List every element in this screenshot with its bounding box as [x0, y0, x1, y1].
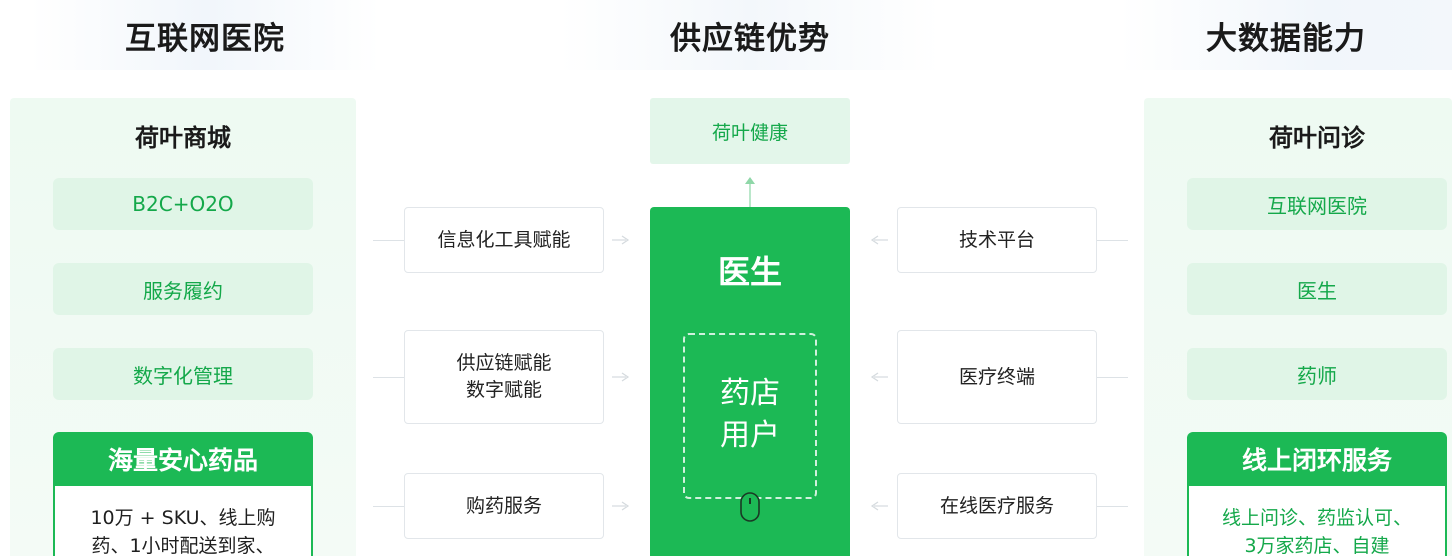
left-highlight-line: 10万 + SKU、线上购 — [90, 507, 276, 529]
connector-line — [1097, 377, 1128, 378]
arrow-right-icon — [612, 235, 630, 245]
left-box-label: 数字赋能 — [465, 379, 542, 401]
right-highlight-title: 线上闭环服务 — [1187, 432, 1447, 486]
right-panel-heading: 荷叶问诊 — [1269, 124, 1365, 152]
left-highlight-title: 海量安心药品 — [53, 432, 313, 486]
left-box-purchase-service: 购药服务 — [404, 473, 604, 539]
arrow-left-icon — [870, 372, 888, 382]
section-title-supply-chain: 供应链优势 — [560, 0, 940, 70]
right-box-label: 在线医疗服务 — [939, 494, 1054, 517]
arrow-up-icon — [745, 177, 755, 207]
arrow-right-icon — [612, 501, 630, 511]
right-box-online-medical: 在线医疗服务 — [897, 473, 1097, 539]
left-box-label: 供应链赋能 — [456, 352, 552, 374]
right-box-medical-terminal: 医疗终端 — [897, 330, 1097, 424]
arrow-right-icon — [612, 372, 630, 382]
right-highlight-line: 线上问诊、药监认可、 — [1221, 507, 1412, 529]
core-block: 医生 药店 用户 — [650, 207, 850, 556]
left-feature-fulfillment: 服务履约 — [53, 263, 313, 315]
connector-line — [1097, 240, 1128, 241]
section-title-big-data: 大数据能力 — [1120, 0, 1452, 70]
mouse-icon — [740, 492, 760, 522]
left-box-label: 购药服务 — [465, 494, 542, 517]
core-store-user: 药店 用户 — [650, 373, 850, 457]
section-title-internet-hospital: 互联网医院 — [30, 0, 380, 70]
left-highlight-line: 药、1小时配送到家、 — [91, 535, 275, 556]
left-feature-digital-management: 数字化管理 — [53, 348, 313, 400]
core-user-label: 用户 — [720, 418, 780, 453]
right-box-label: 医疗终端 — [958, 365, 1035, 388]
core-store-label: 药店 — [720, 376, 780, 411]
right-feature-internet-hospital: 互联网医院 — [1187, 178, 1447, 230]
left-panel-heading: 荷叶商城 — [135, 124, 231, 152]
arrow-left-icon — [870, 501, 888, 511]
left-box-supply-chain: 供应链赋能 数字赋能 — [404, 330, 604, 424]
right-highlight-line: 3万家药店、自建 — [1244, 535, 1390, 556]
top-box-heye-health: 荷叶健康 — [650, 98, 850, 164]
right-box-label: 技术平台 — [958, 228, 1035, 251]
right-feature-doctor: 医生 — [1187, 263, 1447, 315]
right-highlight-body: 线上问诊、药监认可、 3万家药店、自建 — [1187, 486, 1447, 556]
left-feature-b2c: B2C+O2O — [53, 178, 313, 230]
connector-line — [1097, 506, 1128, 507]
arrow-left-icon — [870, 235, 888, 245]
left-box-label: 信息化工具赋能 — [437, 228, 571, 251]
connector-line — [373, 377, 404, 378]
left-box-info-tools: 信息化工具赋能 — [404, 207, 604, 273]
connector-line — [373, 240, 404, 241]
left-highlight-body: 10万 + SKU、线上购 药、1小时配送到家、 — [53, 486, 313, 556]
connector-line — [373, 506, 404, 507]
core-doctor-label: 医生 — [717, 253, 782, 291]
right-box-tech-platform: 技术平台 — [897, 207, 1097, 273]
right-feature-pharmacist: 药师 — [1187, 348, 1447, 400]
